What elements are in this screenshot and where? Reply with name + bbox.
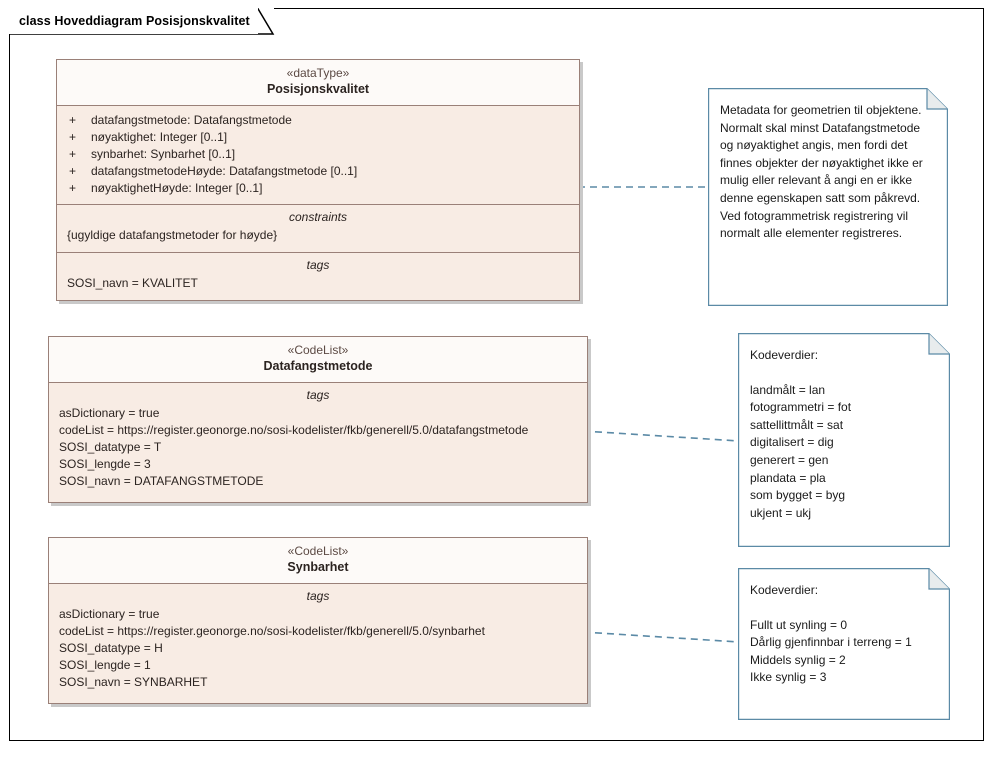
note-heading: Kodeverdier: [750,348,819,362]
compartment-line: SOSI_lengde = 1 [59,658,151,672]
attribute-visibility: + [69,164,77,178]
attribute-visibility: + [69,130,77,144]
class-tags-synbarhet: tags asDictionary = true codeList = http… [49,583,587,703]
class-attributes-posisjonskvalitet: + datafangstmetode: Datafangstmetode + n… [57,105,579,204]
attribute-text: nøyaktighet: Integer [0..1] [91,130,228,144]
frame-tab-body: class Hoveddiagram Posisjonskvalitet [9,8,258,34]
class-stereotype: «dataType» [286,66,350,80]
note-shape [738,333,950,547]
class-tags-datafangstmetode: tags asDictionary = true codeList = http… [49,382,587,502]
uml-class-datafangstmetode[interactable]: «CodeList» Datafangstmetode tags asDicti… [48,336,588,503]
compartment-line: asDictionary = true [59,406,160,420]
compartment-line: SOSI_datatype = T [59,440,162,454]
note-heading: Kodeverdier: [750,583,819,597]
attribute-text: nøyaktighetHøyde: Integer [0..1] [91,181,263,195]
class-header-datafangstmetode: «CodeList» Datafangstmetode [49,337,587,382]
attribute-text: datafangstmetode: Datafangstmetode [91,113,292,127]
class-stereotype: «CodeList» [287,343,349,357]
note-paragraph: Metadata for geometrien til objektene. N… [720,103,923,241]
note-shape [708,88,948,306]
attribute-row: + nøyaktighetHøyde: Integer [0..1] [61,180,575,197]
note-line: sattellittmålt = sat [750,417,844,432]
compartment-line: codeList = https://register.geonorge.no/… [59,423,529,437]
note-line: fotogrammetri = fot [750,400,852,415]
compartment-line: {ugyldige datafangstmetoder for høyde} [67,228,278,242]
uml-class-synbarhet[interactable]: «CodeList» Synbarhet tags asDictionary =… [48,537,588,704]
attribute-row: + synbarhet: Synbarhet [0..1] [61,146,575,163]
note-shape [738,568,950,720]
note-line: generert = gen [750,452,829,467]
note-line: landmålt = lan [750,382,826,397]
class-header-synbarhet: «CodeList» Synbarhet [49,538,587,583]
note-line: Ikke synlig = 3 [750,670,827,685]
compartment-line: SOSI_lengde = 3 [59,457,151,471]
attribute-visibility: + [69,113,77,127]
note-spacer [750,365,938,382]
compartment-line: SOSI_datatype = H [59,641,163,655]
compartment-line: asDictionary = true [59,607,160,621]
attribute-visibility: + [69,147,77,161]
note-line: plandata = pla [750,470,826,485]
note-body: Kodeverdier: landmålt = lan fotogrammetr… [738,333,950,532]
diagram-frame-tab: class Hoveddiagram Posisjonskvalitet [9,8,275,35]
compartment-line: SOSI_navn = SYNBARHET [59,675,208,689]
note-line: ukjent = ukj [750,505,812,520]
attribute-row: + datafangstmetodeHøyde: Datafangstmetod… [61,163,575,180]
note-line: digitalisert = dig [750,435,834,450]
uml-note-posisjonskvalitet[interactable]: Metadata for geometrien til objektene. N… [708,88,948,306]
uml-note-synbarhet[interactable]: Kodeverdier: Fullt ut synling = 0 Dårlig… [738,568,950,720]
note-line: Middels synlig = 2 [750,652,846,667]
class-name: Datafangstmetode [263,359,373,373]
note-body: Metadata for geometrien til objektene. N… [708,88,948,253]
class-stereotype: «CodeList» [287,544,349,558]
uml-note-datafangstmetode[interactable]: Kodeverdier: landmålt = lan fotogrammetr… [738,333,950,547]
attribute-row: + nøyaktighet: Integer [0..1] [61,129,575,146]
class-constraints-posisjonskvalitet: constraints {ugyldige datafangstmetoder … [57,204,579,252]
uml-class-posisjonskvalitet[interactable]: «dataType» Posisjonskvalitet + datafangs… [56,59,580,301]
note-spacer [750,600,938,617]
attribute-visibility: + [69,181,77,195]
note-body: Kodeverdier: Fullt ut synling = 0 Dårlig… [738,568,950,697]
attribute-text: synbarhet: Synbarhet [0..1] [91,147,236,161]
compartment-title: tags [306,589,330,603]
class-tags-posisjonskvalitet: tags SOSI_navn = KVALITET [57,252,579,300]
compartment-title: tags [306,388,330,402]
attribute-row: + datafangstmetode: Datafangstmetode [61,112,575,129]
class-header-posisjonskvalitet: «dataType» Posisjonskvalitet [57,60,579,105]
compartment-title: tags [306,258,330,272]
note-line: Dårlig gjenfinnbar i terreng = 1 [750,635,912,650]
compartment-line: SOSI_navn = KVALITET [67,276,198,290]
compartment-line: SOSI_navn = DATAFANGSTMETODE [59,474,264,488]
note-line: som bygget = byg [750,488,846,503]
diagram-title: class Hoveddiagram Posisjonskvalitet [19,14,250,28]
note-line: Fullt ut synling = 0 [750,617,848,632]
class-name: Synbarhet [287,560,349,574]
compartment-line: codeList = https://register.geonorge.no/… [59,624,485,638]
attribute-text: datafangstmetodeHøyde: Datafangstmetode … [91,164,358,178]
class-name: Posisjonskvalitet [266,82,370,96]
compartment-title: constraints [288,210,348,224]
